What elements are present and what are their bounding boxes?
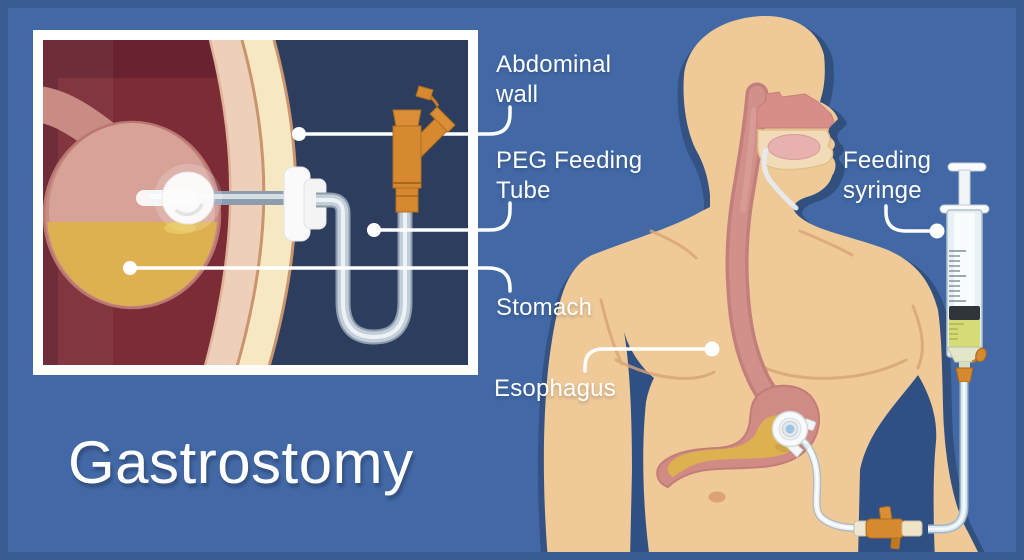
syringe-tip bbox=[955, 367, 974, 383]
syringe-plunger-seal bbox=[949, 306, 980, 320]
epiglottis bbox=[761, 147, 799, 211]
label-peg-feeding-tube: PEG Feeding Tube bbox=[496, 147, 643, 205]
inset-exterior bbox=[268, 40, 473, 370]
leader-lines bbox=[128, 105, 939, 373]
skin-contour-lines bbox=[599, 229, 924, 380]
external-tube-graphic bbox=[794, 382, 969, 550]
leader-dots bbox=[123, 127, 945, 357]
nasal-cavity bbox=[756, 91, 835, 129]
inset-border bbox=[33, 30, 478, 375]
peg-port-barrel bbox=[392, 125, 422, 189]
leader-esophagus bbox=[583, 347, 714, 373]
patient-body bbox=[537, 15, 991, 560]
navel bbox=[708, 491, 726, 503]
syringe-cap bbox=[975, 347, 987, 363]
label-stomach: Stomach bbox=[496, 294, 593, 321]
inset-u-tube bbox=[316, 192, 413, 345]
peg-port-graphic bbox=[392, 85, 456, 213]
syringe-graphic bbox=[939, 162, 990, 383]
leader-peg-tube bbox=[372, 201, 512, 232]
head-interior bbox=[756, 91, 835, 211]
syringe-graduations bbox=[949, 250, 966, 302]
leader-feeding-syringe bbox=[884, 204, 939, 233]
peg-port-plug bbox=[415, 85, 434, 101]
tube-connector bbox=[865, 518, 905, 539]
page-title: Gastrostomy bbox=[68, 429, 414, 496]
esophagus-graphic bbox=[725, 82, 794, 420]
tongue bbox=[767, 134, 821, 160]
leader-stomach bbox=[128, 266, 512, 293]
button-port bbox=[785, 424, 795, 434]
leader-abdominal-wall bbox=[297, 105, 512, 136]
label-esophagus: Esophagus bbox=[494, 375, 616, 402]
label-abdominal-wall: Abdominal wall bbox=[496, 51, 612, 109]
inset-balloon bbox=[161, 171, 215, 225]
inset-closeup bbox=[33, 30, 478, 375]
feeding-button-graphic bbox=[771, 410, 816, 458]
syringe-plunger-stem bbox=[958, 169, 971, 208]
label-feeding-syringe: Feeding syringe bbox=[843, 147, 932, 205]
